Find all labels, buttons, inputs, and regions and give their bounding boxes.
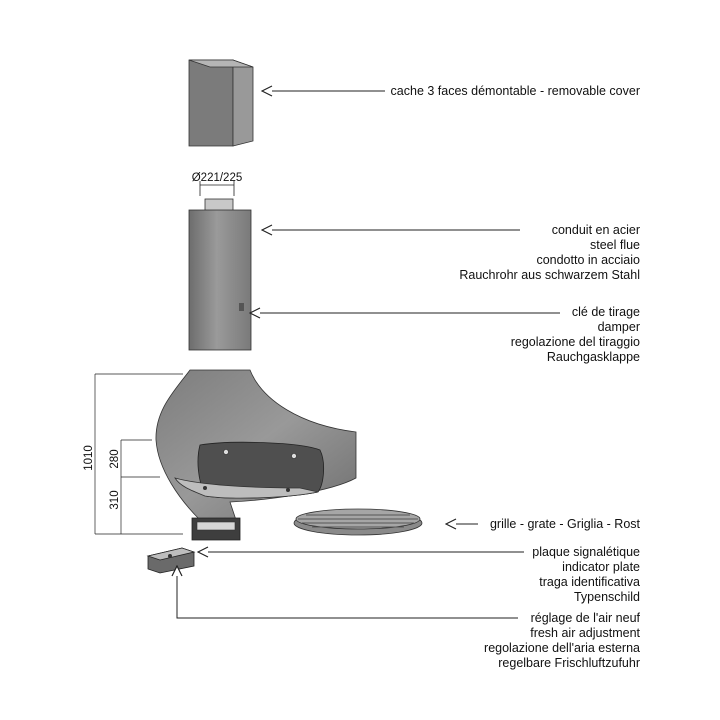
indicator-plate — [146, 547, 196, 574]
label-line: Typenschild — [573, 590, 640, 604]
dim-total: 1010 — [83, 445, 95, 471]
label-line: clé de tirage — [571, 305, 640, 319]
label-line: réglage de l'air neuf — [530, 611, 640, 625]
leader-lines — [177, 91, 560, 619]
label-line: cache 3 faces démontable - removable cov… — [390, 84, 640, 98]
diameter-dimension: Ø221/225 — [192, 172, 243, 196]
dim-upper: 280 — [109, 449, 121, 468]
dim-lower: 310 — [109, 490, 121, 509]
label-line: Rauchgasklappe — [546, 350, 640, 364]
label-line: plaque signalétique — [532, 545, 640, 559]
removable-cover — [188, 59, 254, 147]
hearth-edge — [174, 477, 319, 499]
damper-knob — [239, 303, 244, 311]
label-line: traga identificativa — [539, 575, 640, 589]
label-line: regolazione del tiraggio — [510, 335, 640, 349]
label-steel-flue: conduit en acier steel flue condotto in … — [459, 223, 640, 283]
label-damper: clé de tirage damper regolazione del tir… — [511, 305, 640, 365]
label-line: steel flue — [589, 238, 640, 252]
fireplace-body — [155, 369, 357, 541]
label-line: Rauchrohr aus schwarzem Stahl — [459, 268, 640, 282]
label-line: grille - grate - Griglia - Rost — [489, 517, 640, 531]
grate — [293, 508, 423, 536]
label-grate: grille - grate - Griglia - Rost — [490, 517, 640, 532]
height-dimensions: 1010 280 310 — [83, 373, 183, 535]
label-line: regolazione dell'aria esterna — [484, 641, 640, 655]
label-line: fresh air adjustment — [530, 626, 640, 640]
label-line: condotto in acciaio — [536, 253, 640, 267]
label-removable-cover: cache 3 faces démontable - removable cov… — [391, 84, 640, 99]
label-line: regelbare Frischluftzufuhr — [498, 656, 640, 670]
label-indicator-plate: plaque signalétique indicator plate trag… — [532, 545, 640, 605]
steel-flue — [188, 198, 252, 351]
label-line: conduit en acier — [551, 223, 640, 237]
label-line: damper — [597, 320, 640, 334]
diameter-label: Ø221/225 — [192, 172, 243, 184]
label-fresh-air: réglage de l'air neuf fresh air adjustme… — [484, 611, 640, 671]
label-line: indicator plate — [562, 560, 640, 574]
